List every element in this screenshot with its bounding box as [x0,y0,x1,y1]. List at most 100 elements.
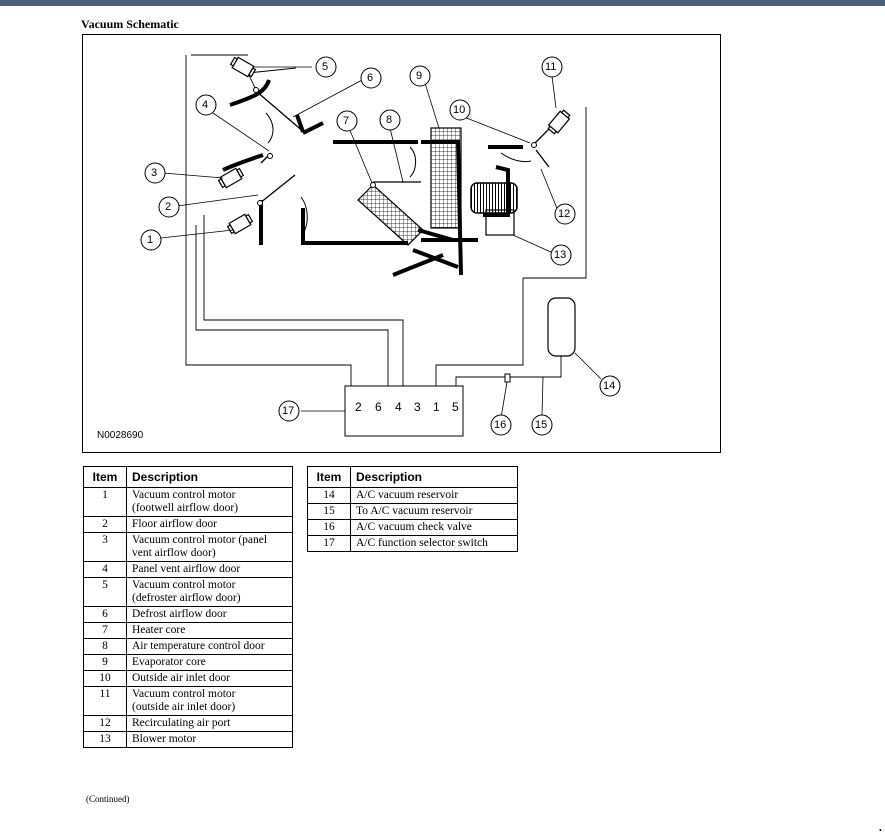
item-description: Panel vent airflow door [126,561,293,578]
callout-12: 12 [558,208,571,220]
vacuum-motors [217,56,571,235]
callout-4: 4 [202,99,209,111]
item-description: Vacuum control motor(defroster airflow d… [126,577,293,607]
item-description: Air temperature control door [126,638,293,655]
blower-housing [485,209,515,236]
callout-5: 5 [322,61,329,73]
item-number: 4 [83,561,127,578]
table-header-row: Item Description [307,466,518,488]
window-top-bar [0,0,885,6]
item-number: 10 [83,670,127,687]
callout-2: 2 [165,201,172,213]
item-number: 2 [83,516,127,533]
description-line: Vacuum control motor (panel [132,534,268,546]
item-number: 14 [307,487,351,504]
item-number: 15 [307,503,351,520]
door-pivots [253,87,537,206]
schematic-drawing [140,54,621,437]
vacuum-schematic-figure: 1 2 3 4 5 6 7 8 9 10 11 12 13 14 15 16 1… [82,34,721,453]
callout-leaders [160,66,602,419]
item-number: 17 [307,535,351,552]
item-description: A/C vacuum reservoir [350,487,518,504]
item-number: 7 [83,622,127,639]
item-description: Vacuum control motor(footwell airflow do… [126,487,293,517]
switch-port-label: 2 [355,400,362,414]
switch-port-label: 3 [414,400,421,414]
description-line: Vacuum control motor [132,579,236,591]
switch-port-label: 4 [395,400,402,414]
callout-circles [140,56,621,436]
column-header-item: Item [83,466,127,488]
item-number: 16 [307,519,351,536]
item-number: 13 [83,731,127,748]
item-number: 12 [83,715,127,732]
continued-note: (Continued) [86,794,130,804]
item-number: 8 [83,638,127,655]
figure-code: N0028690 [97,430,144,441]
item-description: Vacuum control motor(outside air inlet d… [126,686,293,716]
item-description: Recirculating air port [126,715,293,732]
item-description: Floor airflow door [126,516,293,533]
callout-15: 15 [535,419,548,431]
corner-dot: • [879,826,882,835]
page-title: Vacuum Schematic [81,17,179,31]
item-number: 1 [83,487,127,517]
item-number: 5 [83,577,127,607]
evaporator-core [430,127,462,229]
airflow-ducts [222,79,523,277]
blower-motor [470,182,518,214]
column-header-item: Item [307,466,351,488]
description-line: Vacuum control motor [132,489,236,501]
callout-6: 6 [367,72,374,84]
callout-11: 11 [545,61,557,73]
callout-17: 17 [282,405,295,417]
ac-function-selector-switch [344,385,464,437]
item-description: Defrost airflow door [126,606,293,623]
motion-arcs [265,112,532,234]
column-header-description: Description [350,466,518,488]
heater-core [357,184,424,246]
description-line: (footwell airflow door) [132,502,239,514]
switch-port-label: 5 [452,400,459,414]
vacuum-lines [185,54,587,386]
callout-10: 10 [453,104,466,116]
ac-vacuum-check-valve [504,373,511,383]
item-number: 11 [83,686,127,716]
description-line: (outside air inlet door) [132,701,236,713]
table-header-row: Item Description [83,466,293,488]
callout-9: 9 [416,70,423,82]
callout-13: 13 [554,249,567,261]
column-header-description: Description [126,466,293,488]
ac-vacuum-reservoir [547,297,576,357]
callout-8: 8 [386,114,393,126]
description-line: Vacuum control motor [132,688,236,700]
item-description: A/C vacuum check valve [350,519,518,536]
callout-16: 16 [494,419,507,431]
callout-3: 3 [151,167,158,179]
callout-1: 1 [147,234,154,246]
switch-port-label: 1 [433,400,440,414]
item-number: 3 [83,532,127,562]
callout-14: 14 [603,380,616,392]
description-line: vent airflow door) [132,547,216,559]
callout-7: 7 [343,115,350,127]
